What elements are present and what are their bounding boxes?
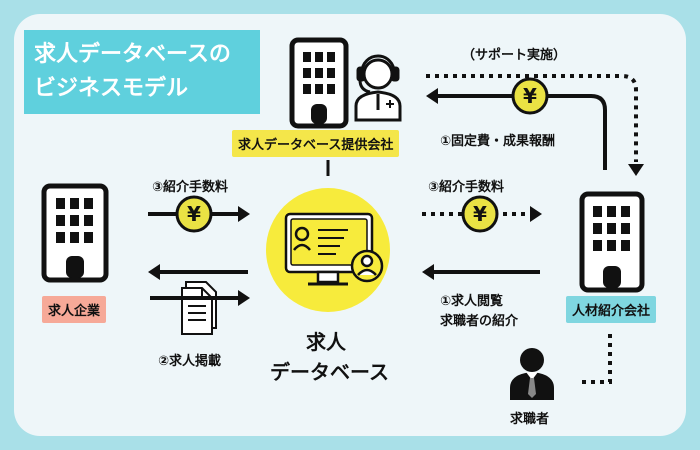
businessman-icon	[510, 348, 554, 400]
support-arrow	[426, 74, 638, 162]
company-building-icon	[41, 183, 109, 283]
commission-left-label: ③紹介手数料	[152, 180, 229, 195]
call-center-operator-icon	[354, 54, 402, 122]
agency-building-icon	[579, 191, 645, 293]
diagram-title: 求人データベースの ビジネスモデル	[24, 30, 260, 114]
yen-symbol-right: ¥	[473, 202, 487, 226]
provider-building-icon	[289, 37, 349, 129]
title-line-1: 求人データベースの	[34, 42, 231, 67]
fee-arrow-head	[426, 88, 438, 104]
seeker-label: 求職者	[510, 412, 550, 427]
support-arrow-head	[628, 164, 644, 176]
computer-profile-icon	[284, 212, 384, 286]
yen-symbol-fee: ¥	[523, 84, 537, 108]
fee-label: ①固定費・成果報酬	[440, 134, 556, 149]
title-line-2: ビジネスモデル	[34, 76, 189, 101]
database-label-line-1: 求人	[306, 330, 346, 354]
browse-label-line-1: ①求人閲覧	[440, 294, 504, 309]
company-tag: 求人企業	[42, 296, 107, 323]
browse-label-line-2: 求職者の紹介	[440, 314, 519, 329]
post-label: ②求人掲載	[158, 354, 222, 369]
commission-right-label: ③紹介手数料	[428, 180, 505, 195]
yen-coin-icon	[175, 77, 549, 233]
support-label: （サポート実施）	[462, 48, 567, 63]
fee-arrow	[436, 94, 607, 170]
database-label-line-2: データベース	[270, 360, 389, 384]
agency-tag: 人材紹介会社	[566, 296, 657, 323]
document-icon	[181, 281, 217, 335]
yen-symbol-left: ¥	[187, 202, 201, 226]
provider-tag: 求人データベース提供会社	[232, 130, 400, 157]
seeker-agency-connector	[582, 334, 612, 384]
